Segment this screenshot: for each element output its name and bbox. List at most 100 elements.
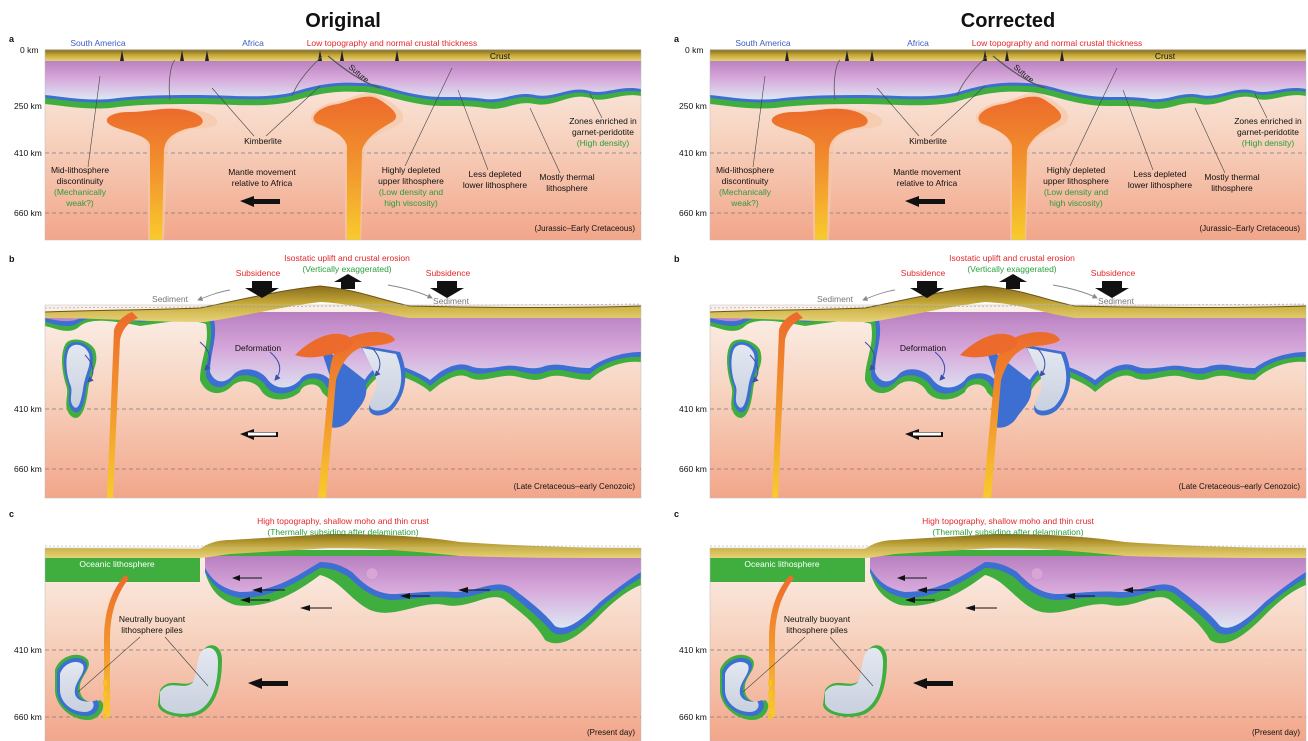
label-hd-1-r: Highly depleted — [1047, 165, 1106, 175]
panel-b-diagram-corrected — [710, 274, 1306, 498]
label-crust: Crust — [490, 51, 511, 61]
label-headline-c: High topography, shallow moho and thin c… — [257, 516, 429, 526]
label-era-b-r: (Late Cretaceous–early Cenozoic) — [1179, 482, 1301, 491]
label-nb-2: lithosphere piles — [121, 625, 182, 635]
label-ze-3: (High density) — [577, 138, 630, 148]
label-africa: Africa — [242, 38, 264, 48]
label-sediment-right: Sediment — [433, 296, 470, 306]
depth-410km-b-r: 410 km — [679, 404, 707, 414]
label-mld-4-r: weak?) — [730, 198, 759, 208]
label-ze-1: Zones enriched in — [569, 116, 637, 126]
label-hd-2-r: upper lithosphere — [1043, 176, 1109, 186]
label-mld-1: Mid-lithosphere — [51, 165, 109, 175]
label-subsidence-right: Subsidence — [426, 268, 471, 278]
depth-410km-c-r: 410 km — [679, 645, 707, 655]
panel-a-letter: a — [9, 34, 15, 44]
label-hd-3: (Low density and — [379, 187, 444, 197]
label-kimberlite: Kimberlite — [244, 136, 282, 146]
label-headline-a: Low topography and normal crustal thickn… — [307, 38, 478, 48]
depth-660km-b: 660 km — [14, 464, 42, 474]
label-era-c-r: (Present day) — [1252, 728, 1300, 737]
label-hd-1: Highly depleted — [382, 165, 441, 175]
depth-250km-r: 250 km — [679, 101, 707, 111]
label-ld-2-r: lower lithosphere — [1128, 180, 1193, 190]
depth-660km-b-r: 660 km — [679, 464, 707, 474]
leader-lines-c-r — [742, 636, 874, 693]
label-subheadline-c-r: (Thermally subsiding after delamination) — [932, 527, 1083, 537]
label-mld-3: (Mechanically — [54, 187, 107, 197]
panel-c-letter-r: c — [674, 509, 679, 519]
label-era-b: (Late Cretaceous–early Cenozoic) — [514, 482, 636, 491]
panel-b-diagram — [45, 274, 641, 498]
label-mantle-1-r: Mantle movement — [893, 167, 961, 177]
label-subsidence-left: Subsidence — [236, 268, 281, 278]
label-headline-b-r: Isostatic uplift and crustal erosion — [949, 253, 1075, 263]
label-ze-2-r: garnet-peridotite — [1237, 127, 1299, 137]
label-crust-r: Crust — [1155, 51, 1176, 61]
label-headline-c-r: High topography, shallow moho and thin c… — [922, 516, 1094, 526]
label-mld-4: weak?) — [65, 198, 94, 208]
panel-original: 0 km 250 km 410 km 660 km 410 km 660 km … — [9, 34, 643, 741]
label-era-a: (Jurassic–Early Cretaceous) — [535, 224, 636, 233]
label-hd-3-r: (Low density and — [1044, 187, 1109, 197]
label-mantle-1: Mantle movement — [228, 167, 296, 177]
label-subsidence-right-r: Subsidence — [1091, 268, 1136, 278]
title-corrected: Corrected — [961, 10, 1055, 32]
label-ld-1-r: Less depleted — [1134, 169, 1187, 179]
panel-b-letter: b — [9, 254, 15, 264]
depth-410km-r: 410 km — [679, 148, 707, 158]
leader-lines-a-r — [752, 67, 1268, 174]
label-oceanic-r: Oceanic lithosphere — [744, 559, 819, 569]
panel-b-letter-r: b — [674, 254, 680, 264]
label-south-america-r: South America — [735, 38, 791, 48]
label-south-america: South America — [70, 38, 126, 48]
label-subheadline-b: (Vertically exaggerated) — [302, 264, 391, 274]
depth-410km-b: 410 km — [14, 404, 42, 414]
depth-410km: 410 km — [14, 148, 42, 158]
panel-a-diagram — [44, 49, 642, 241]
label-kimberlite-r: Kimberlite — [909, 136, 947, 146]
label-nb-1-r: Neutrally buoyant — [784, 614, 851, 624]
leader-lines-a — [87, 67, 603, 174]
label-subheadline-b-r: (Vertically exaggerated) — [967, 264, 1056, 274]
label-hd-2: upper lithosphere — [378, 176, 444, 186]
label-ze-3-r: (High density) — [1242, 138, 1295, 148]
label-ze-2: garnet-peridotite — [572, 127, 634, 137]
label-hd-4: high viscosity) — [384, 198, 438, 208]
label-deformation-r: Deformation — [900, 343, 947, 353]
label-mt-2: lithosphere — [546, 183, 588, 193]
depth-660km: 660 km — [14, 208, 42, 218]
depth-660km-c-r: 660 km — [679, 712, 707, 722]
label-headline-b: Isostatic uplift and crustal erosion — [284, 253, 410, 263]
label-mld-2-r: discontinuity — [722, 176, 770, 186]
label-mld-3-r: (Mechanically — [719, 187, 772, 197]
label-nb-2-r: lithosphere piles — [786, 625, 847, 635]
label-hd-4-r: high viscosity) — [1049, 198, 1103, 208]
label-mantle-2: relative to Africa — [232, 178, 293, 188]
panel-a-letter-r: a — [674, 34, 680, 44]
label-sediment-left: Sediment — [152, 294, 189, 304]
label-era-c: (Present day) — [587, 728, 635, 737]
label-mt-1-r: Mostly thermal — [1204, 172, 1259, 182]
label-sediment-left-r: Sediment — [817, 294, 854, 304]
leader-lines-c — [77, 636, 209, 693]
label-subsidence-left-r: Subsidence — [901, 268, 946, 278]
label-headline-a-r: Low topography and normal crustal thickn… — [972, 38, 1143, 48]
label-oceanic: Oceanic lithosphere — [79, 559, 154, 569]
depth-250km: 250 km — [14, 101, 42, 111]
label-mt-2-r: lithosphere — [1211, 183, 1253, 193]
label-mld-1-r: Mid-lithosphere — [716, 165, 774, 175]
label-nb-1: Neutrally buoyant — [119, 614, 186, 624]
depth-410km-c: 410 km — [14, 645, 42, 655]
label-era-a-r: (Jurassic–Early Cretaceous) — [1200, 224, 1301, 233]
label-ld-2: lower lithosphere — [463, 180, 528, 190]
depth-0km: 0 km — [20, 45, 38, 55]
label-sediment-right-r: Sediment — [1098, 296, 1135, 306]
panel-a-diagram-corrected — [709, 49, 1307, 241]
label-mt-1: Mostly thermal — [539, 172, 594, 182]
label-deformation: Deformation — [235, 343, 282, 353]
label-mantle-2-r: relative to Africa — [897, 178, 958, 188]
panel-c-letter: c — [9, 509, 14, 519]
depth-660km-c: 660 km — [14, 712, 42, 722]
